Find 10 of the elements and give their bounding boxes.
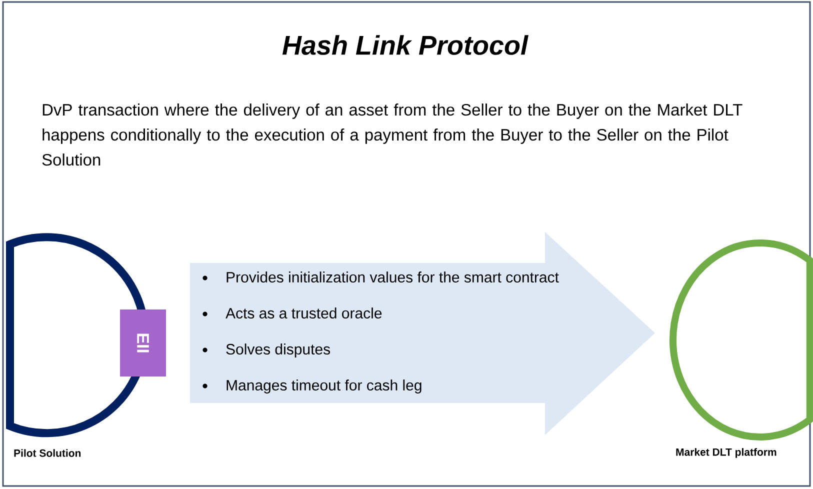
title: Hash Link Protocol bbox=[282, 35, 528, 55]
bullet-list: Provides initialization values for the smart contract Acts as a trusted oracle Solves disputes Manages timeout for cash leg bbox=[226, 272, 559, 394]
description: DvP transaction where the delivery of an asset from the Seller to the Buyer on the Market DLT happens conditionally to the execution of a payment from the Buyer to the Seller on the Pilot Solution bbox=[42, 104, 742, 166]
node-label: Solves disputes bbox=[226, 344, 330, 358]
node-label: Manages timeout for cash leg bbox=[226, 380, 422, 394]
circle-label: Market DLT platform bbox=[676, 448, 776, 458]
tag-box: EII bbox=[120, 310, 166, 376]
circle-label: Pilot Solution bbox=[14, 449, 81, 457]
node-label: Provides initialization values for the smart contract bbox=[226, 272, 559, 283]
node-label: Acts as a trusted oracle bbox=[226, 308, 382, 319]
